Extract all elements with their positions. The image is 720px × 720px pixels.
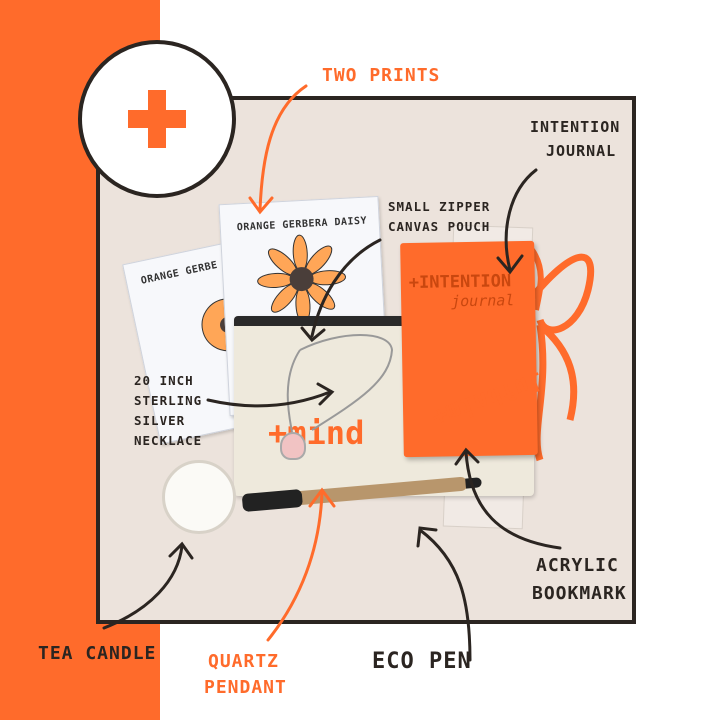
label-tea-candle: TEA CANDLE [38,643,157,664]
plus-icon-vertical [148,90,166,148]
label-acrylic-2: BOOKMARK [532,583,627,604]
label-quartz-1: QUARTZ [208,651,280,672]
label-necklace-1: 20 INCH [134,373,194,388]
label-necklace-2: STERLING [134,393,203,408]
label-acrylic-1: ACRYLIC [536,555,619,576]
pouch-zipper [234,316,534,326]
label-intention-journal-1: INTENTION [530,118,621,136]
label-pouch-2: CANVAS POUCH [388,219,491,234]
label-necklace-3: SILVER [134,413,186,428]
label-eco-pen: ECO PEN [372,649,472,674]
label-two-prints: TWO PRINTS [322,65,441,86]
orange-ribbon [527,248,595,462]
plus-badge [78,40,236,198]
label-necklace-4: NECKLACE [134,433,203,448]
quartz-pendant [280,432,306,460]
tea-candle [162,460,236,534]
label-pouch-1: SMALL ZIPPER [388,199,491,214]
label-intention-journal-2: JOURNAL [546,142,617,160]
label-quartz-2: PENDANT [204,677,287,698]
